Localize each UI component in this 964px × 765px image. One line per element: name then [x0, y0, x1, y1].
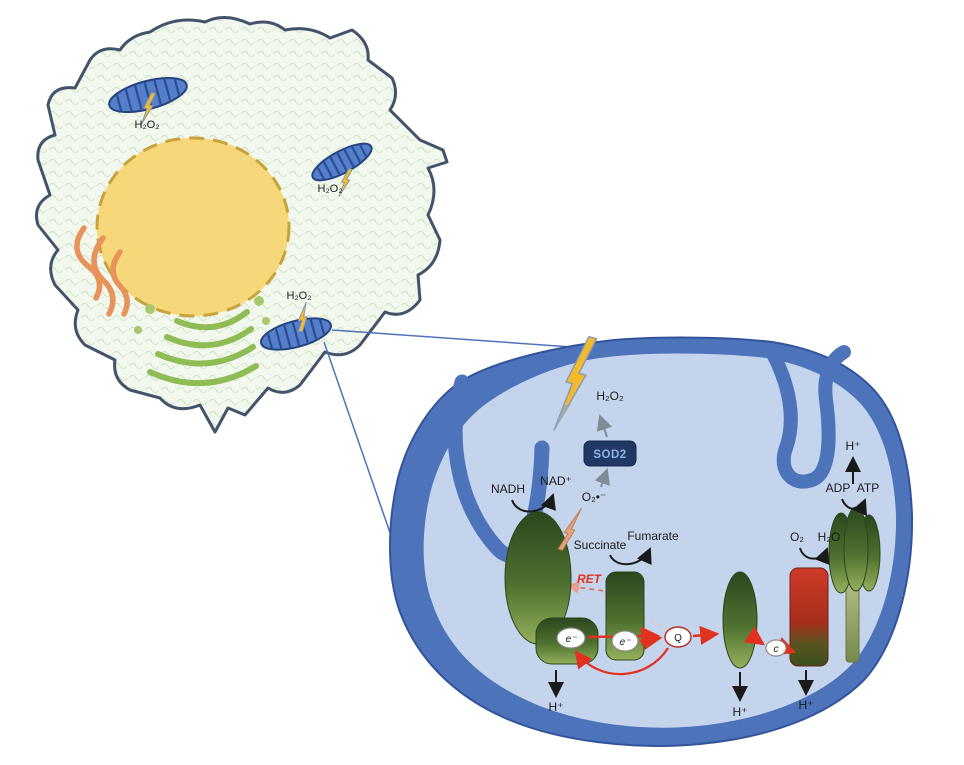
- ret-dashed-arrow: [566, 581, 613, 594]
- atp-synthase-stalk: [845, 579, 860, 663]
- h2o2-bolt-tip: [553, 404, 571, 432]
- cytochrome-c-label: c: [774, 644, 779, 655]
- arrow-ciii-to-c: [743, 626, 765, 646]
- h2o2-label-zoom: H₂O₂: [596, 389, 624, 403]
- cytochrome-c-carrier: c: [765, 639, 787, 657]
- ret-label: RET: [577, 572, 603, 586]
- o2-label: O₂: [790, 530, 804, 544]
- complex-iv: [789, 567, 829, 667]
- mitochondrion-2: [311, 142, 373, 182]
- succinate-label: Succinate: [574, 538, 627, 552]
- o2-h2o-arc: [799, 547, 830, 565]
- fumarate-label: Fumarate: [627, 529, 679, 543]
- golgi-apparatus: [134, 296, 270, 387]
- golgi-vesicles: [134, 296, 270, 334]
- electron-oval-ci: e⁻: [556, 627, 586, 649]
- electron-label: e⁻: [566, 634, 578, 645]
- h2o2-label-cell-2: H₂O₂: [317, 183, 342, 195]
- mitochondrion-3: [260, 317, 332, 351]
- nucleus: [95, 136, 291, 318]
- arrow-superoxide-to-sod2: [594, 468, 610, 488]
- h-plus-label-civ: H⁺: [799, 698, 814, 712]
- cell: H₂O₂ H₂O₂ H₂O₂: [35, 16, 449, 434]
- mitochondrion-1-cristae: [115, 77, 181, 113]
- mitochondrion-zoom: Q c e⁻ e⁻: [389, 334, 914, 747]
- reaction-arrows: [511, 456, 867, 702]
- mitochondrion-2-cristae: [316, 143, 368, 181]
- crista-right: [765, 345, 851, 489]
- nadh-label: NADH: [491, 482, 525, 496]
- arrow-c-to-civ: [774, 637, 797, 656]
- crista-left: [447, 374, 550, 563]
- ubiquinone-carrier: Q: [664, 626, 692, 648]
- h-plus-label-ciii: H⁺: [733, 705, 748, 719]
- succinate-fumarate-arc: [609, 547, 652, 566]
- q-label: Q: [674, 633, 682, 644]
- h-plus-label-synthase: H⁺: [846, 439, 861, 453]
- h2o2-label-cell-3: H₂O₂: [286, 290, 311, 302]
- nad-plus-label: NAD⁺: [540, 474, 572, 488]
- sod2-label: SOD2: [593, 449, 626, 461]
- atp-synthase: [828, 506, 881, 663]
- h2o2-label-cell-1: H₂O₂: [134, 119, 159, 131]
- endoplasmic-reticulum: [74, 225, 130, 317]
- arrow-sod2-to-h2o2: [596, 414, 613, 438]
- ret-curved-arrow: [574, 647, 669, 676]
- adp-label: ADP: [826, 481, 851, 495]
- h-plus-label-ci: H⁺: [549, 700, 564, 714]
- nadh-nad-arc: [511, 493, 556, 513]
- ros-arrows: [594, 414, 613, 488]
- arrow-q-to-ciii: [692, 625, 720, 645]
- superoxide-label: O₂•⁻: [582, 490, 607, 504]
- h2o-label: H₂O: [818, 530, 841, 544]
- arrow-cii-to-q: [639, 630, 663, 650]
- electron-oval-cii: e⁻: [611, 630, 639, 652]
- sod2-box: SOD2: [583, 440, 637, 467]
- atp-label: ATP: [857, 481, 879, 495]
- electron-label: e⁻: [620, 637, 632, 648]
- complex-iii: [722, 571, 758, 669]
- adp-atp-arc: [841, 498, 867, 517]
